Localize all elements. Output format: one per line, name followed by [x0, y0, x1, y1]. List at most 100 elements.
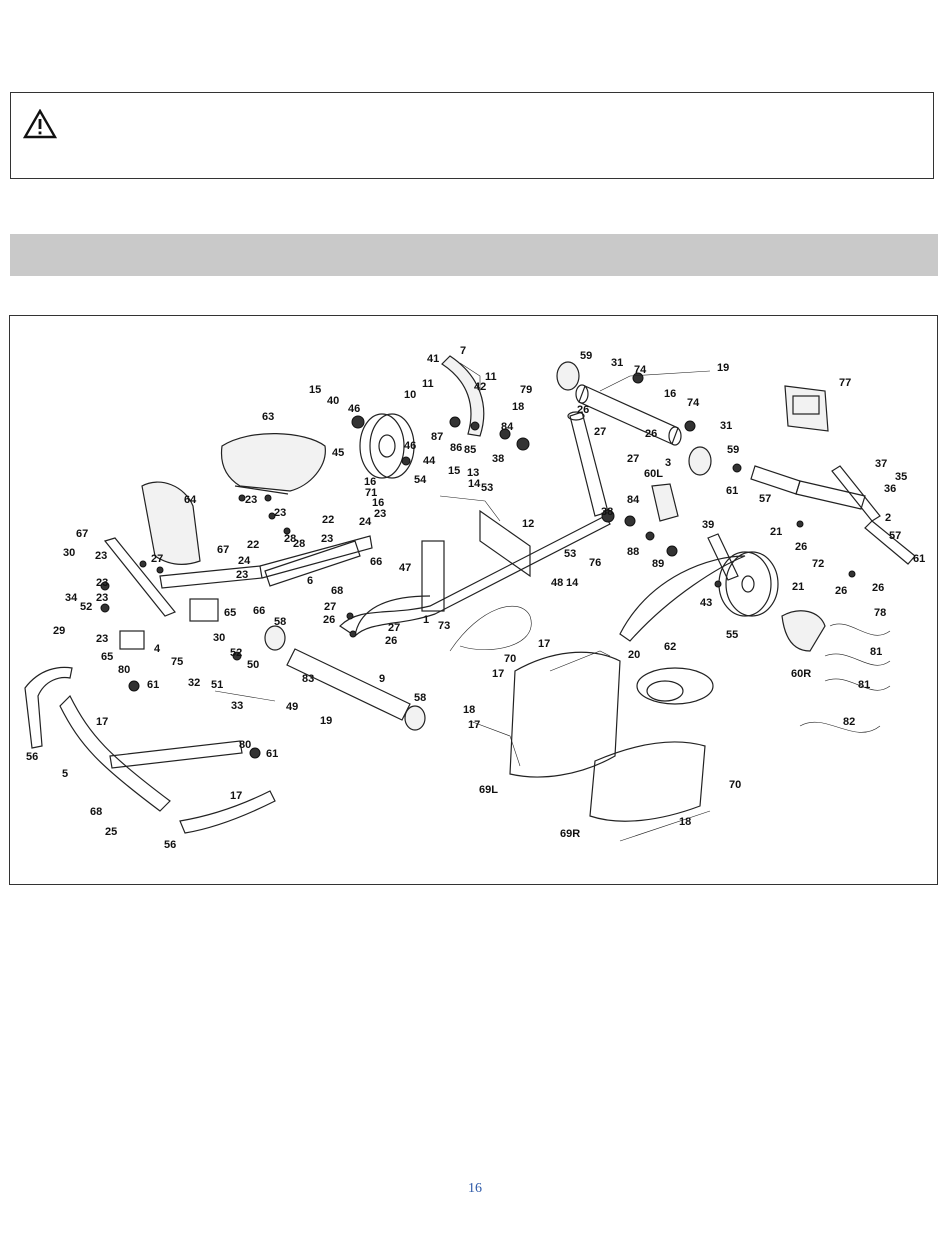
- callout: 29: [53, 625, 65, 637]
- callout: 46: [404, 440, 416, 452]
- callout: 21: [792, 581, 804, 593]
- callout: 17: [468, 719, 480, 731]
- callout: 23: [236, 569, 248, 581]
- seat-slide: [264, 540, 361, 587]
- callout: 26: [645, 428, 657, 440]
- warning-box: [10, 92, 934, 179]
- callout: 56: [26, 751, 38, 763]
- exploded-parts-diagram: 7 41 11 11 42 59 31 74 19 77 15 40 46 10…: [9, 315, 938, 885]
- callout: 49: [286, 701, 298, 713]
- callout: 52: [80, 601, 92, 613]
- end-caps: [556, 361, 712, 476]
- callout: 26: [323, 614, 335, 626]
- callout: 43: [700, 597, 712, 609]
- callout: 20: [628, 649, 640, 661]
- callout: 61: [147, 679, 159, 691]
- console-display: [784, 385, 829, 432]
- callout: 44: [423, 455, 436, 467]
- callout: 61: [913, 553, 925, 565]
- callout: 18: [679, 816, 691, 828]
- callout: 72: [812, 558, 824, 570]
- callout: 87: [431, 431, 443, 443]
- callout: 71: [365, 487, 377, 499]
- callout: 74: [634, 364, 647, 376]
- callout: 76: [589, 557, 601, 569]
- console-mast: [750, 465, 916, 565]
- callout: 22: [247, 539, 259, 551]
- callout: 60R: [791, 668, 811, 680]
- callout: 67: [76, 528, 88, 540]
- callout: 36: [884, 483, 896, 495]
- callout: 68: [331, 585, 343, 597]
- callout: 17: [538, 638, 550, 650]
- callout: 81: [858, 679, 870, 691]
- callout: 47: [399, 562, 411, 574]
- rear-stabilizer: [264, 625, 426, 731]
- callout: 74: [687, 397, 700, 409]
- callout: 31: [720, 420, 732, 432]
- backrest: [141, 481, 201, 565]
- warning-triangle-icon: [23, 109, 57, 139]
- callout: 80: [239, 739, 251, 751]
- callout: 9: [379, 673, 385, 685]
- callout: 23: [96, 592, 108, 604]
- callout: 38: [492, 453, 504, 465]
- callout: 23: [321, 533, 333, 545]
- callout: 26: [835, 585, 847, 597]
- callout: 57: [889, 530, 901, 542]
- callout: 7: [460, 345, 466, 357]
- callout: 18: [512, 401, 524, 413]
- callout: 15: [448, 465, 460, 477]
- callout: 42: [474, 381, 486, 393]
- callout: 73: [438, 620, 450, 632]
- callout: 81: [870, 646, 882, 658]
- callout: 31: [611, 357, 623, 369]
- callout: 53: [564, 548, 576, 560]
- callout: 75: [171, 656, 183, 668]
- callout: 28: [293, 538, 305, 550]
- callout: 48: [551, 577, 563, 589]
- section-header-bar: [10, 234, 938, 276]
- callout: 28: [284, 533, 296, 545]
- callout: 61: [726, 485, 738, 497]
- callout: 23: [274, 507, 286, 519]
- callout: 11: [422, 378, 434, 390]
- callout: 22: [322, 514, 334, 526]
- upper-tube: [575, 384, 682, 446]
- callout: 14: [468, 478, 481, 490]
- callout: 23: [95, 550, 107, 562]
- callout: 27: [594, 426, 606, 438]
- callout: 26: [795, 541, 807, 553]
- callout: 3: [665, 457, 671, 469]
- callout: 5: [62, 768, 68, 780]
- page-number: 16: [468, 1181, 482, 1196]
- callout: 16: [372, 497, 384, 509]
- callout: 41: [427, 353, 439, 365]
- seat-cushion: [220, 433, 326, 495]
- callout: 6: [307, 575, 313, 587]
- callout: 40: [327, 395, 339, 407]
- callout: 84: [501, 421, 514, 433]
- callout: 68: [90, 806, 102, 818]
- callout: 61: [266, 748, 278, 760]
- callout: 17: [230, 790, 242, 802]
- callout: 18: [463, 704, 475, 716]
- callout: 58: [274, 616, 286, 628]
- leader-lines: [214, 362, 711, 842]
- callout: 60L: [644, 468, 663, 480]
- callout: 82: [843, 716, 855, 728]
- callout: 51: [211, 679, 223, 691]
- seat-frame: [103, 535, 373, 650]
- side-covers: [509, 651, 714, 822]
- callout: 70: [504, 653, 516, 665]
- callout: 83: [302, 673, 314, 685]
- callout: 69R: [560, 828, 580, 840]
- callout: 23: [245, 494, 257, 506]
- callout: 85: [464, 444, 476, 456]
- callout: 80: [118, 664, 130, 676]
- callout: 21: [770, 526, 782, 538]
- callout: 79: [520, 384, 532, 396]
- callout: 17: [96, 716, 108, 728]
- callout: 16: [664, 388, 676, 400]
- callout: 65: [101, 651, 113, 663]
